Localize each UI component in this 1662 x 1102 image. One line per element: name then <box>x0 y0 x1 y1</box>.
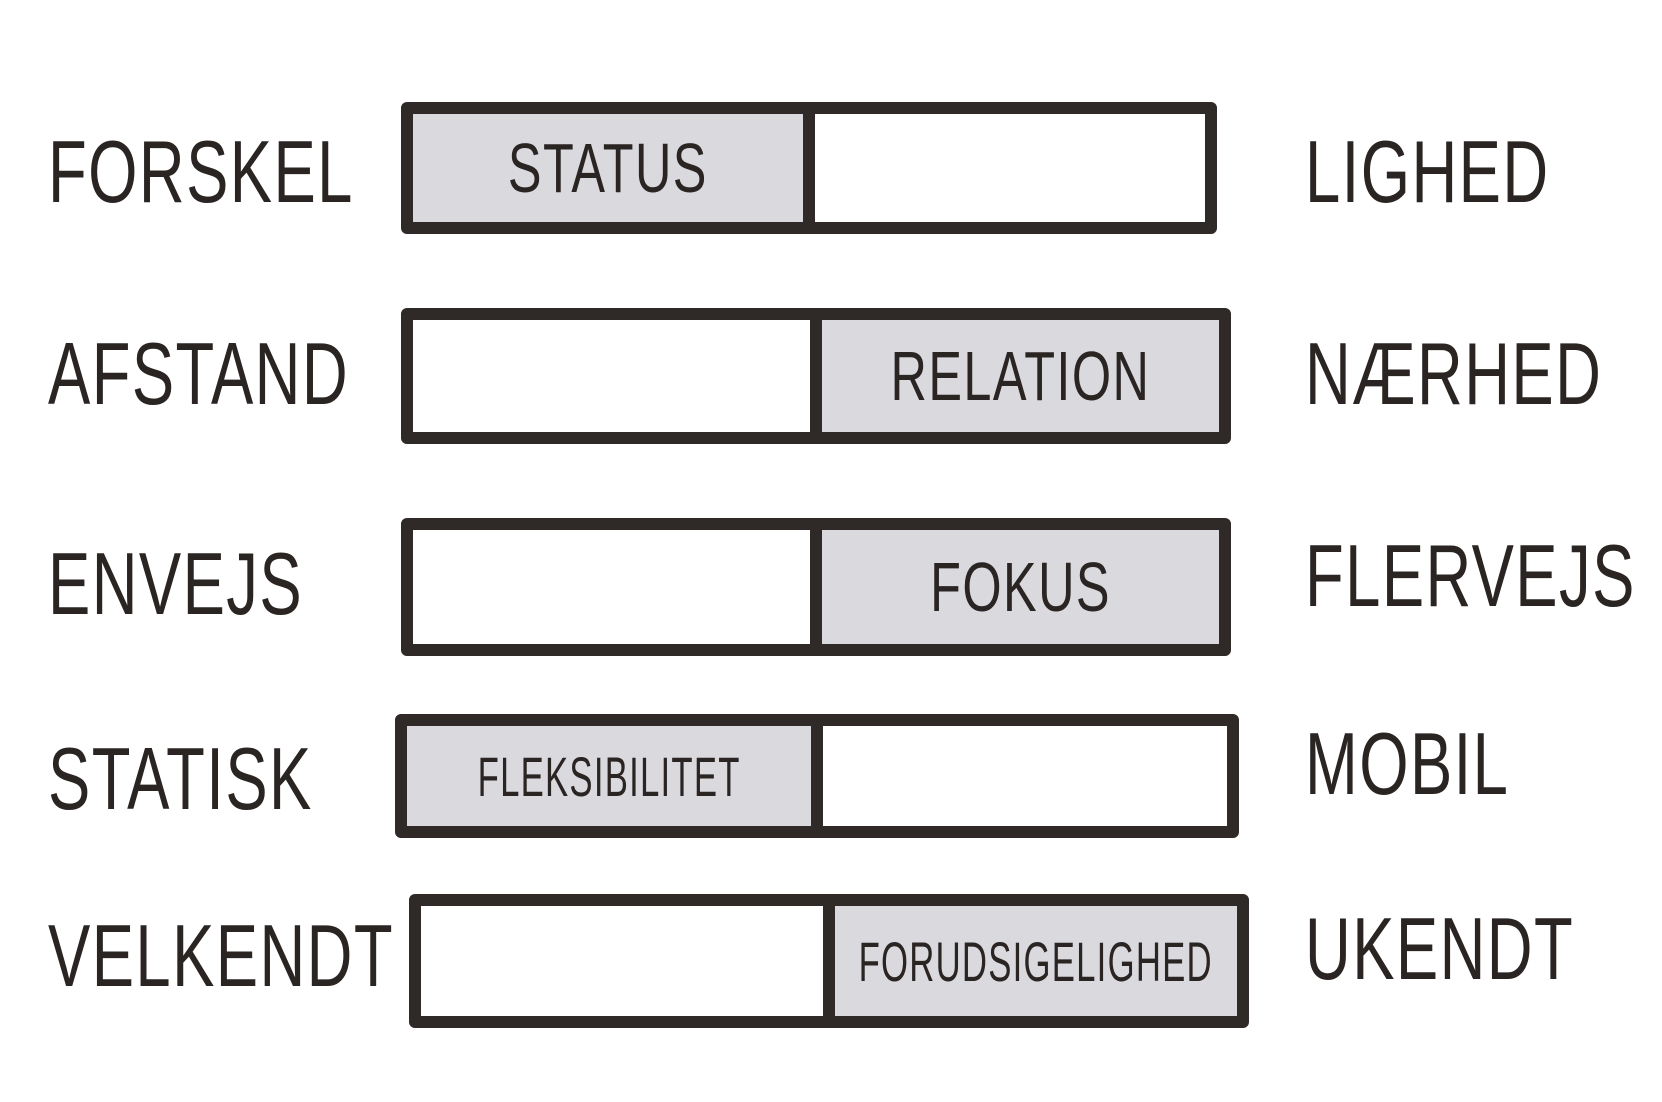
left-pole-label: VELKENDT <box>48 906 395 1005</box>
right-pole-label: MOBIL <box>1305 714 1510 813</box>
right-pole-label: FLERVEJS <box>1305 526 1636 625</box>
filled-half: FORUDSIGELIGHED <box>835 906 1237 1016</box>
empty-half <box>815 114 1205 222</box>
bar-label: RELATION <box>890 337 1151 415</box>
left-pole-label: ENVEJS <box>48 534 304 633</box>
scale-bar: FOKUS <box>401 518 1231 656</box>
filled-half: FLEKSIBILITET <box>407 726 823 826</box>
bar-label: STATUS <box>508 129 708 207</box>
empty-half <box>413 530 822 644</box>
filled-half: RELATION <box>822 320 1219 432</box>
right-pole-label: LIGHED <box>1305 122 1550 221</box>
bar-label: FORUDSIGELIGHED <box>858 929 1214 993</box>
scale-bar: STATUS <box>401 102 1217 234</box>
empty-half <box>413 320 822 432</box>
empty-half <box>421 906 835 1016</box>
left-pole-label: FORSKEL <box>48 122 354 221</box>
right-pole-label: UKENDT <box>1305 899 1575 998</box>
filled-half: STATUS <box>413 114 815 222</box>
bar-label: FOKUS <box>930 548 1111 626</box>
left-pole-label: STATISK <box>48 729 313 828</box>
scale-bar: RELATION <box>401 308 1231 444</box>
scale-bar: FLEKSIBILITET <box>395 714 1239 838</box>
scale-bar: FORUDSIGELIGHED <box>409 894 1249 1028</box>
filled-half: FOKUS <box>822 530 1219 644</box>
empty-half <box>823 726 1227 826</box>
bar-label: FLEKSIBILITET <box>477 744 741 808</box>
right-pole-label: NÆRHED <box>1305 324 1603 423</box>
left-pole-label: AFSTAND <box>48 324 350 423</box>
